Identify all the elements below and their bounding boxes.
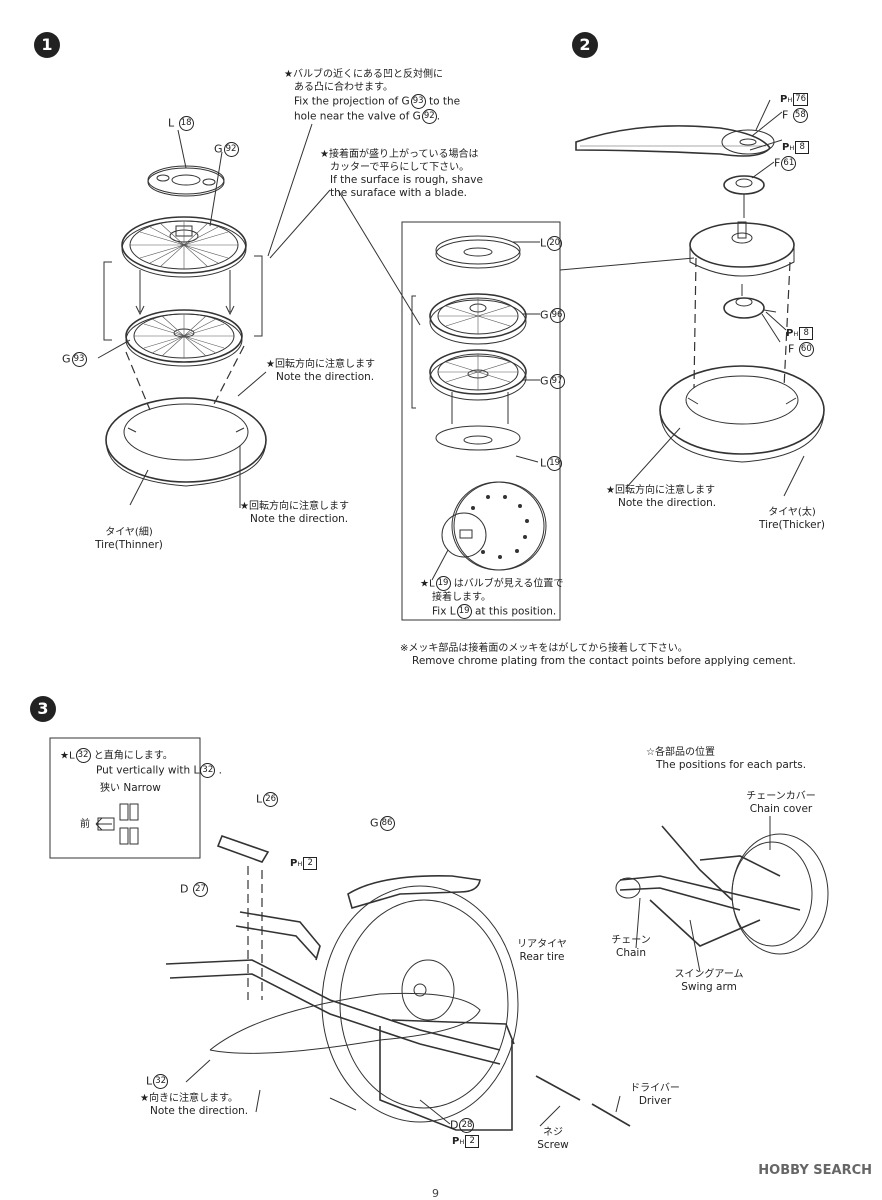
page-number: 9 (432, 1187, 439, 1200)
part-label-f58: F 58 (782, 108, 808, 123)
swing-arm-assembly-drawing (165, 834, 631, 1131)
part-g97-drawing (429, 349, 527, 401)
chain-label: チェーン Chain (611, 935, 651, 959)
front-label: 前 (80, 819, 90, 830)
hobby-search-watermark: HOBBY SEARCH (758, 1163, 872, 1178)
part-label-d27: D 27 (180, 882, 208, 897)
direction-note-2: ★回転方向に注意します Note the direction. (606, 485, 717, 509)
part-l19-drawing (435, 425, 521, 451)
tire-thicker-label: タイヤ(太) Tire(Thicker) (759, 507, 825, 531)
part-g96-drawing (429, 293, 527, 345)
step-1-marker: 1 (34, 32, 60, 58)
part-label-l18: L 18 (168, 116, 194, 131)
tire-thinner-drawing (105, 397, 267, 487)
chain-drawing (575, 125, 775, 157)
overview-drawing (615, 825, 829, 955)
tire-thinner-label: タイヤ(細) Tire(Thinner) (95, 527, 163, 551)
part-l18-drawing (147, 165, 225, 197)
step-3-marker: 3 (30, 696, 56, 722)
part-f61-drawing (723, 175, 765, 195)
part-l19-fix-drawing (431, 481, 547, 581)
narrow-label: 狭い Narrow (100, 782, 161, 794)
surface-note: ★接着面が盛り上がっている場合は カッターで平らにして下さい。 If the s… (320, 149, 483, 199)
step-2-marker: 2 (572, 32, 598, 58)
rear-tire-label: リアタイヤ Rear tire (517, 939, 567, 963)
screw-label: ネジ Screw (537, 1127, 569, 1151)
driver-label: ドライバー Driver (630, 1083, 680, 1107)
part-label-f60: F 60 (788, 342, 814, 357)
chain-cover-label: チェーンカバー Chain cover (746, 791, 816, 815)
direction-note-3: ★向きに注意します。 Note the direction. (140, 1093, 249, 1117)
positions-note: ☆各部品の位置 The positions for each parts. (646, 747, 807, 771)
tire-thicker-drawing (659, 365, 825, 463)
part-g93-drawing (125, 309, 243, 367)
direction-note-1b: ★回転方向に注意します Note the direction. (240, 501, 349, 525)
part-f60-drawing (723, 297, 777, 319)
chrome-plating-note: ※メッキ部品は接着面のメッキをはがしてから接着して下さい。 Remove chr… (400, 643, 796, 667)
direction-note-1a: ★回転方向に注意します Note the direction. (266, 359, 375, 383)
swing-arm-label: スイングアーム Swing arm (674, 969, 744, 993)
part-l20-drawing (435, 235, 521, 269)
part-g92-drawing (121, 216, 247, 278)
rear-hub-drawing (689, 221, 795, 277)
valve-note: ★バルブの近くにある凹と反対側に ある凸に合わせます。 Fix the proj… (284, 69, 461, 124)
